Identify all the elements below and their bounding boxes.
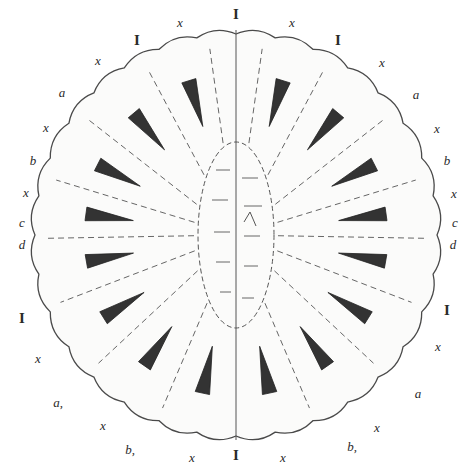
mesentery-label: a (415, 387, 422, 400)
mesentery-label: x (280, 451, 286, 464)
mesentery-label: b, (125, 443, 135, 456)
mesentery-label: b (30, 154, 37, 167)
mesentery-label: x (379, 56, 385, 69)
directive-label: I (233, 448, 239, 463)
mesentery-label: x (189, 451, 195, 464)
mesentery-line (88, 119, 197, 204)
directive-label: I (19, 311, 25, 326)
directive-label: I (444, 303, 450, 318)
mesentery-label: x (434, 122, 440, 135)
muscle-wedge (332, 158, 378, 186)
mesentery-label: x (95, 54, 101, 67)
mesentery-label: x (451, 187, 457, 200)
stomodaeum-mark (244, 206, 262, 207)
mesentery-line (274, 271, 373, 363)
muscle-wedge (328, 292, 372, 323)
mesentery-label: x (177, 16, 183, 29)
mesentery-line (277, 251, 411, 303)
mesentery-line (275, 119, 384, 204)
mesentery-label: x (374, 421, 380, 434)
mesentery-line (48, 236, 194, 239)
mesentery-label: x (289, 16, 295, 29)
muscle-wedge (339, 253, 387, 268)
mesentery-label: a (413, 88, 420, 101)
mesentery-label: a (59, 86, 66, 99)
muscle-wedge (85, 253, 133, 268)
muscle-wedge (128, 109, 164, 150)
stomodaeum-mark (244, 266, 258, 267)
mesentery-line (56, 180, 194, 222)
stomodaeum-mark (244, 236, 260, 237)
muscle-wedge (300, 327, 333, 370)
stomodaeum-mark (216, 170, 230, 171)
stomodaeum-mark (244, 212, 256, 226)
mesentery-line (249, 49, 262, 143)
axis-line (236, 30, 237, 440)
stomodaeum-mark (242, 298, 254, 299)
mesentery-label: x (23, 186, 29, 199)
muscle-wedge (94, 158, 140, 186)
mesentery-line (278, 180, 416, 222)
directive-label: I (233, 7, 239, 22)
directive-label: I (335, 33, 341, 48)
mesentery-label: c (452, 216, 458, 229)
muscle-wedge (85, 207, 133, 221)
muscle-wedge (182, 79, 203, 127)
stomodaeum-mark (212, 200, 228, 201)
mesentery-label: d (19, 238, 26, 251)
stomodaeum-mark (242, 178, 258, 179)
mesentery-line (268, 69, 324, 175)
mesentery-label: a, (53, 396, 63, 409)
mesentery-label: x (100, 419, 106, 432)
mesentery-label: c (19, 216, 25, 229)
mesentery-line (148, 69, 204, 175)
body-wall (31, 30, 440, 439)
muscle-wedge (260, 346, 277, 394)
muscle-wedge (339, 207, 387, 221)
stomodaeum-mark (214, 232, 230, 233)
muscle-wedge (100, 292, 144, 323)
stomodaeum-mark (220, 292, 231, 293)
muscle-wedge (269, 79, 290, 127)
mesentery-line (99, 271, 198, 363)
mesentery-label: x (35, 352, 41, 365)
mesentery-line (210, 49, 223, 143)
mesentery-line (278, 236, 424, 239)
muscle-wedge (307, 109, 343, 150)
mesentery-label: b, (347, 440, 357, 453)
mesentery-line (60, 251, 194, 303)
mesentery-label: x (435, 340, 441, 353)
directive-label: I (134, 33, 140, 48)
mesentery-label: b (444, 154, 451, 167)
mesentery-label: d (450, 238, 457, 251)
muscle-wedge (138, 327, 171, 370)
mesentery-label: x (43, 121, 49, 134)
stomodaeum-mark (216, 262, 230, 263)
muscle-wedge (195, 346, 212, 394)
